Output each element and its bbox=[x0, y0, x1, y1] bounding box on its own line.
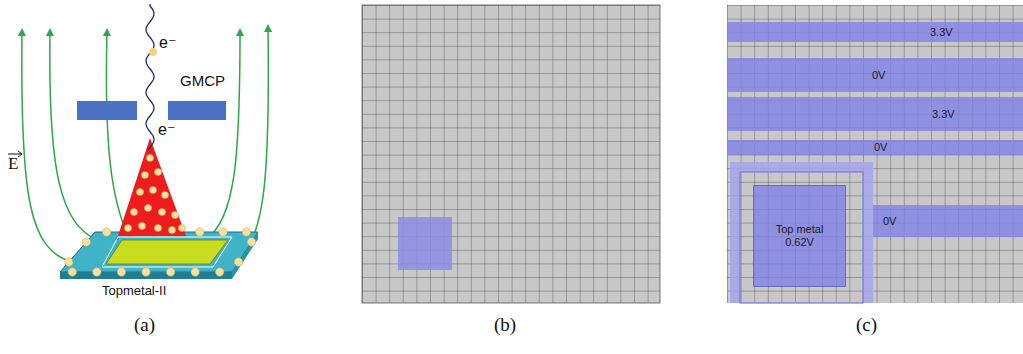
sensor-area bbox=[106, 240, 228, 264]
charge-dot bbox=[136, 188, 143, 195]
guard-ring bbox=[730, 162, 873, 303]
charge-dot bbox=[234, 258, 242, 266]
charge-dot bbox=[219, 228, 227, 236]
charge-dots bbox=[124, 154, 185, 233]
charge-dot bbox=[102, 228, 110, 236]
charge-dot bbox=[146, 154, 153, 161]
ring-gap bbox=[740, 172, 863, 303]
charge-dot bbox=[161, 191, 168, 198]
charge-dot bbox=[191, 268, 199, 276]
panel-label: (b) bbox=[494, 314, 516, 336]
charge-dot bbox=[130, 208, 137, 215]
pixel-grid bbox=[362, 5, 660, 303]
electron-track bbox=[146, 4, 154, 150]
charge-dot bbox=[242, 228, 250, 236]
metal-band: 0V bbox=[727, 140, 1023, 155]
electron-label: e⁻ bbox=[158, 120, 175, 139]
charge-dot bbox=[196, 228, 204, 236]
charge-dot bbox=[117, 268, 125, 276]
charge-dot bbox=[138, 222, 145, 229]
charge-dot bbox=[65, 258, 73, 266]
chip-side bbox=[232, 232, 258, 279]
metal-band: 3.3V bbox=[727, 97, 1023, 131]
electron-label: e⁻ bbox=[159, 33, 176, 52]
field-label: E bbox=[8, 154, 18, 174]
electron bbox=[149, 48, 157, 56]
ring-outline bbox=[102, 237, 232, 267]
charge-dot bbox=[171, 211, 178, 218]
charge-dot bbox=[93, 268, 101, 276]
pixel-grid bbox=[727, 5, 1023, 303]
charge-dot bbox=[82, 238, 90, 246]
charge-dot bbox=[247, 238, 255, 246]
charge-dot bbox=[142, 268, 150, 276]
panel-label: (a) bbox=[134, 314, 155, 336]
charge-dot bbox=[168, 226, 175, 233]
metal-band: 0V bbox=[727, 58, 1023, 92]
charge-dot bbox=[124, 224, 131, 231]
chip-top bbox=[60, 232, 258, 272]
voltage-label: Top metal 0.62V bbox=[769, 223, 831, 248]
chip-label: Topmetal-II bbox=[100, 283, 168, 298]
metal-band: 0V bbox=[873, 205, 1023, 237]
charge-cloud bbox=[118, 138, 186, 236]
charge-dot bbox=[216, 268, 224, 276]
ring-edge bbox=[740, 172, 863, 303]
charge-dot bbox=[158, 208, 165, 215]
top-metal-box: Top metal 0.62V bbox=[753, 185, 846, 287]
gmcp-plate bbox=[77, 101, 137, 120]
panel-label: (c) bbox=[856, 314, 877, 336]
charge-dot bbox=[141, 171, 148, 178]
top-metal-pad bbox=[398, 217, 452, 270]
gmcp-plate bbox=[168, 101, 226, 120]
charge-dot bbox=[166, 268, 174, 276]
charge-dot bbox=[154, 224, 161, 231]
charge-dot bbox=[144, 204, 151, 211]
voltage-label: 3.3V bbox=[930, 26, 953, 39]
voltage-label: 0V bbox=[874, 141, 887, 154]
charge-dot bbox=[154, 168, 161, 175]
voltage-label: 3.3V bbox=[932, 108, 955, 121]
charge-dot bbox=[178, 224, 185, 231]
metal-band: 3.3V bbox=[727, 22, 1023, 42]
charge-dot bbox=[149, 186, 156, 193]
voltage-label: 0V bbox=[883, 215, 896, 228]
component-label: GMCP bbox=[180, 72, 225, 89]
charge-dot bbox=[68, 268, 76, 276]
voltage-label: 0V bbox=[872, 69, 885, 82]
field-lines bbox=[22, 28, 269, 262]
